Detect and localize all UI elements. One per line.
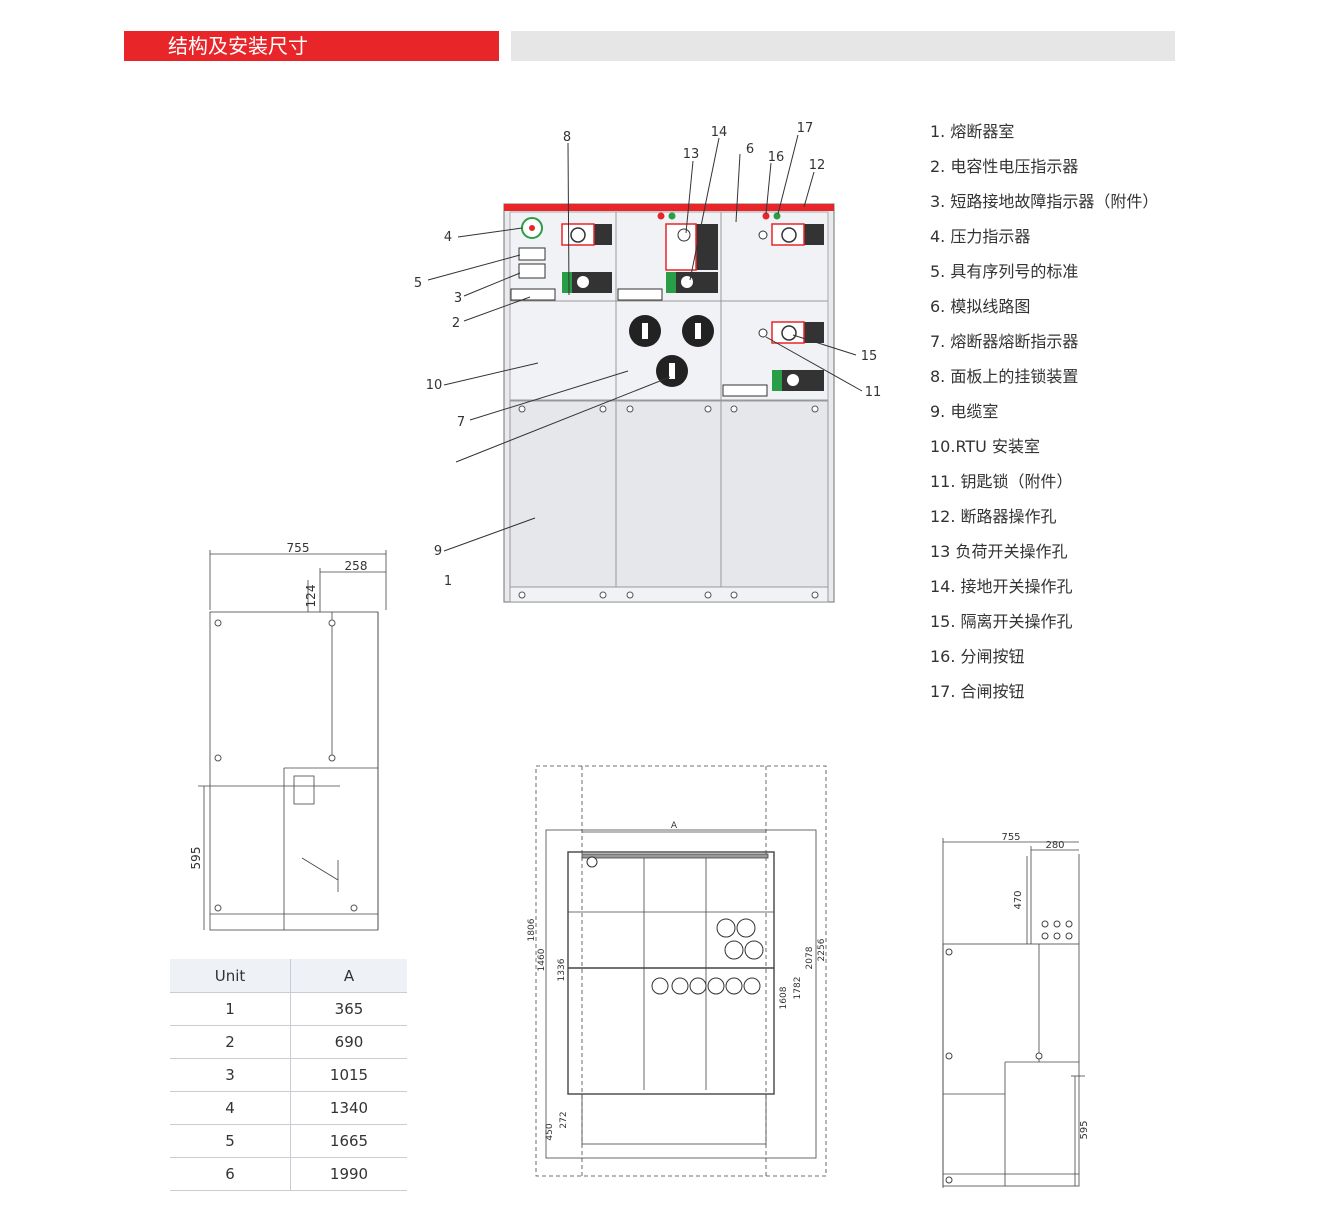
callout-11: 11: [865, 385, 882, 400]
callout-10: 10: [426, 378, 443, 393]
dim-width: 755: [1001, 832, 1020, 843]
callout-8: 8: [563, 130, 571, 145]
foundation-plan-drawing: A 1806 1460 1336 450 272 1608 1782 2078 …: [527, 765, 827, 1177]
legend-item: 12. 断路器操作孔: [930, 507, 1057, 526]
callout-2: 2: [452, 316, 460, 331]
dim-1608: 1608: [779, 986, 789, 1009]
dim-1806: 1806: [527, 918, 537, 941]
dim-a: A: [671, 821, 678, 831]
legend-item: 16. 分闸按钮: [930, 647, 1025, 666]
dim-top-height: 124: [304, 585, 318, 608]
callout-5: 5: [414, 276, 422, 291]
callout-3: 3: [454, 291, 462, 306]
dim-lower-height: 595: [1079, 1120, 1090, 1139]
header-bar: [511, 31, 1175, 61]
dim-1782: 1782: [793, 977, 803, 1000]
section-header: 结构及安装尺寸: [124, 31, 499, 61]
legend-item: 14. 接地开关操作孔: [930, 577, 1073, 596]
dim-1336: 1336: [557, 958, 567, 981]
legend-item: 8. 面板上的挂锁装置: [930, 367, 1079, 386]
switchgear-front-view: 1 2 3 4 5 6 7 8 9 10 11 12 13 14 15 16 1…: [414, 121, 882, 603]
dim-272: 272: [559, 1111, 569, 1128]
table-header-unit: Unit: [170, 959, 291, 993]
callout-14: 14: [711, 125, 728, 140]
side-view-left-drawing: 755 258 124 595: [189, 541, 387, 931]
callout-13: 13: [683, 147, 700, 162]
dim-450: 450: [545, 1123, 555, 1140]
legend-item: 6. 模拟线路图: [930, 297, 1031, 316]
dim-2078: 2078: [805, 946, 815, 969]
dim-top-height: 470: [1013, 890, 1024, 909]
legend-item: 1. 熔断器室: [930, 122, 1015, 141]
callout-12: 12: [809, 158, 826, 173]
legend-item: 17. 合闸按钮: [930, 682, 1025, 701]
table-header-a: A: [290, 959, 407, 993]
callout-7: 7: [457, 415, 465, 430]
legend-item: 13 负荷开关操作孔: [930, 542, 1068, 561]
legend-item: 7. 熔断器熔断指示器: [930, 332, 1079, 351]
dim-1460: 1460: [537, 948, 547, 971]
legend-item: 15. 隔离开关操作孔: [930, 612, 1073, 631]
legend-item: 3. 短路接地故障指示器（附件）: [930, 192, 1159, 211]
side-view-right-drawing: 755 280 470 595: [942, 832, 1090, 1188]
legend-item: 5. 具有序列号的标准: [930, 262, 1079, 281]
callout-9: 9: [434, 544, 442, 559]
legend-item: 2. 电容性电压指示器: [930, 157, 1079, 176]
dim-top-offset: 280: [1045, 840, 1064, 851]
legend-item: 4. 压力指示器: [930, 227, 1031, 246]
callout-17: 17: [797, 121, 814, 136]
legend-item: 10.RTU 安装室: [930, 437, 1040, 456]
callout-6: 6: [746, 142, 754, 157]
dim-2256: 2256: [817, 938, 827, 961]
legend-item: 11. 钥匙锁（附件）: [930, 472, 1073, 491]
dim-top-offset: 258: [345, 559, 368, 573]
legend-item: 9. 电缆室: [930, 402, 999, 421]
callout-16: 16: [768, 150, 785, 165]
dim-lower-height: 595: [189, 847, 203, 870]
callout-15: 15: [861, 349, 878, 364]
callout-1: 1: [444, 574, 452, 589]
dim-width: 755: [287, 541, 310, 555]
section-title: 结构及安装尺寸: [168, 34, 308, 58]
component-legend: 1. 熔断器室 2. 电容性电压指示器 3. 短路接地故障指示器（附件） 4. …: [930, 118, 1158, 713]
callout-4: 4: [444, 230, 452, 245]
